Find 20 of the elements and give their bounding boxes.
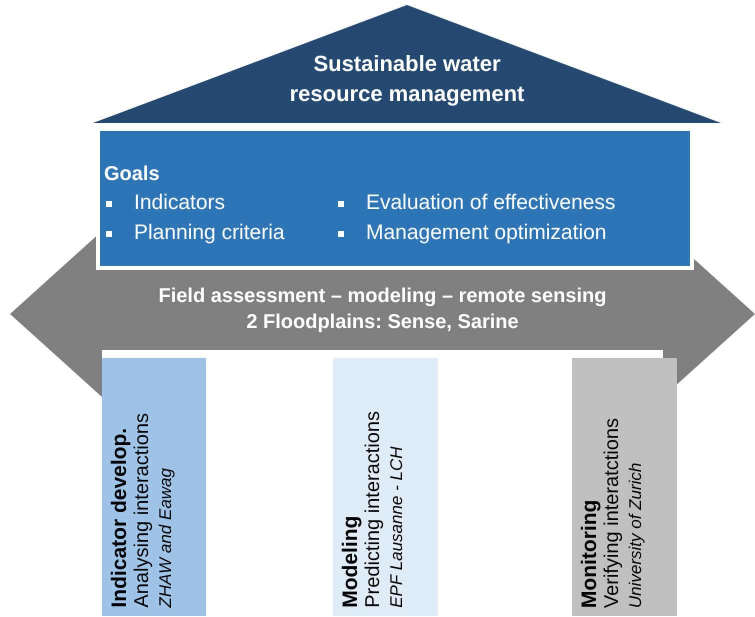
band-text: Field assessment – modeling – remote sensing bbox=[158, 285, 608, 308]
pillar-title: Monitoring bbox=[578, 498, 601, 608]
institution-name: University of Zurich bbox=[625, 462, 646, 608]
roof-title: Sustainable water resource management bbox=[288, 50, 526, 108]
pillar-subtitle: Predicting interactions bbox=[362, 411, 385, 608]
bullet-item: Evaluation of effectiveness bbox=[366, 191, 616, 215]
institution-name: ZHAW and Eawag bbox=[155, 467, 176, 608]
pillar-title: Modeling bbox=[339, 514, 362, 608]
goals-heading: Goals bbox=[104, 163, 160, 186]
band-text: 2 Floodplains: Sense, Sarine bbox=[245, 311, 520, 334]
pillar-box bbox=[333, 358, 438, 616]
bullet-item: Management optimization bbox=[366, 221, 606, 245]
pillar-box bbox=[102, 358, 206, 616]
bullet-item: Planning criteria bbox=[134, 221, 285, 245]
bullet-item: Indicators bbox=[134, 191, 226, 215]
pillar-subtitle: Verifying interatctions bbox=[601, 418, 624, 608]
pillar-subtitle: Analysing interactions bbox=[131, 413, 154, 608]
pillar-box bbox=[572, 358, 677, 616]
pillar-title: Indicator develop. bbox=[108, 427, 131, 608]
institution-name: EPF Lausanne - LCH bbox=[386, 446, 407, 608]
